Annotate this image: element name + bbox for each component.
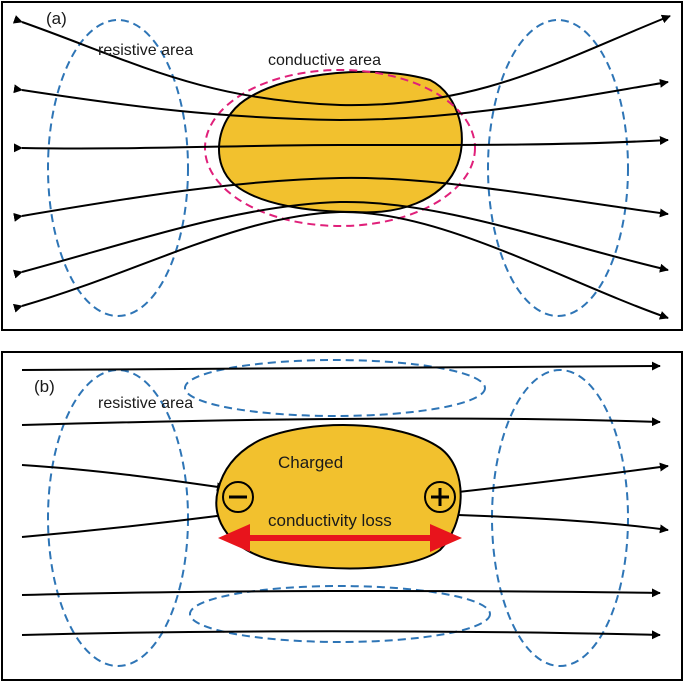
field-line bbox=[21, 588, 661, 598]
charged-label: Charged bbox=[278, 453, 343, 472]
resistive-area-right-boundary bbox=[487, 19, 629, 317]
resistive-area-right-boundary bbox=[491, 369, 629, 667]
panel-b-label: (b) bbox=[34, 377, 55, 396]
panel-b-frame bbox=[1, 351, 683, 681]
field-line bbox=[457, 462, 669, 493]
conductive-body bbox=[218, 70, 463, 214]
field-line bbox=[12, 14, 671, 107]
panel-a-frame bbox=[1, 1, 683, 331]
field-line bbox=[21, 514, 226, 538]
conductivity-arrowhead-right bbox=[430, 524, 462, 552]
conductivity-loss-arrow bbox=[218, 524, 462, 552]
panel-a-label: (a) bbox=[46, 9, 67, 28]
resistive-area-top-boundary bbox=[184, 359, 486, 417]
resistive-area-left-boundary bbox=[47, 19, 189, 317]
positive-charge bbox=[424, 481, 456, 513]
conductive-area-label: conductive area bbox=[268, 52, 381, 69]
resistive-area-left-boundary bbox=[47, 369, 189, 667]
positive-charge-circle bbox=[424, 481, 456, 513]
field-line bbox=[457, 514, 669, 534]
negative-charge-circle bbox=[222, 481, 254, 513]
field-line bbox=[21, 361, 661, 371]
field-line bbox=[13, 78, 669, 122]
field-line bbox=[21, 630, 661, 640]
field-lines-a bbox=[12, 14, 671, 320]
resistive-area-label-b: resistive area bbox=[98, 395, 193, 412]
panel-b: (b) resistive area Charged conductivity … bbox=[1, 351, 683, 681]
field-line bbox=[21, 417, 661, 427]
resistive-area-bottom-boundary bbox=[189, 585, 491, 643]
field-line bbox=[13, 176, 669, 222]
field-line bbox=[13, 135, 669, 153]
panel-a: (a) resistive area conductive area bbox=[1, 1, 683, 331]
field-lines-b bbox=[21, 361, 669, 640]
field-line bbox=[12, 210, 669, 320]
field-line bbox=[21, 464, 226, 492]
charged-body bbox=[215, 424, 462, 570]
conductivity-loss-label: conductivity loss bbox=[268, 511, 392, 530]
field-line bbox=[13, 200, 669, 279]
conductivity-arrowhead-left bbox=[218, 524, 250, 552]
resistive-area-label-a: resistive area bbox=[98, 42, 193, 59]
negative-charge bbox=[222, 481, 254, 513]
